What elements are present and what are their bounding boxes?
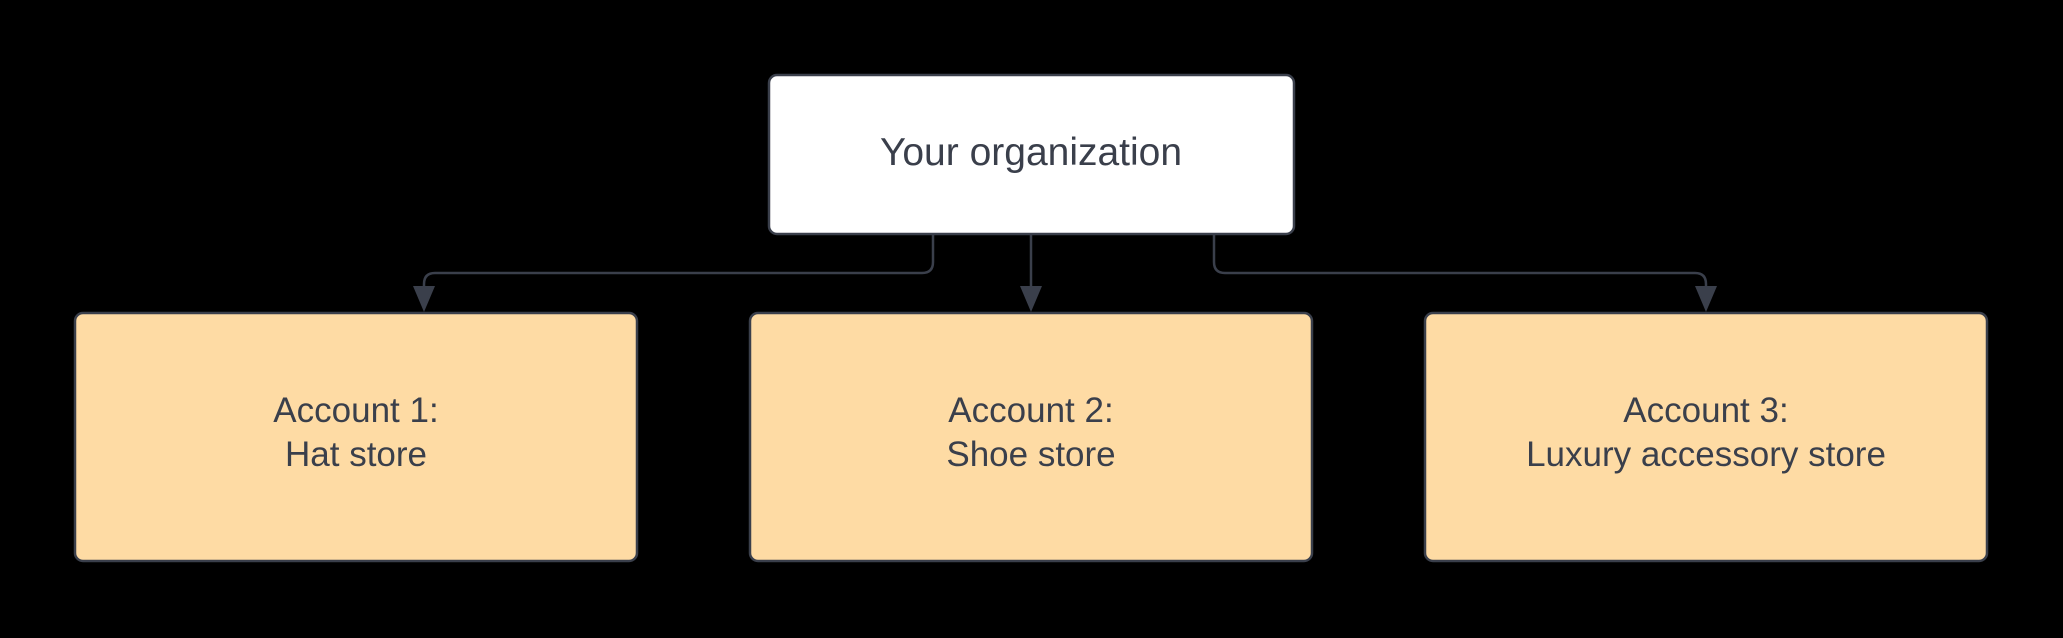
account-node-box <box>73 311 639 563</box>
account-node-subtitle: Hat store <box>285 435 427 474</box>
account-node-subtitle: Luxury accessory store <box>1526 435 1886 474</box>
root-node: Your organization <box>767 73 1296 236</box>
root-node-label: Your organization <box>880 131 1182 174</box>
root-node-box <box>767 73 1296 236</box>
account-node-subtitle: Shoe store <box>946 435 1115 474</box>
connector-to-account-1 <box>422 234 935 308</box>
account-node-3: Account 3: Luxury accessory store <box>1423 311 1989 563</box>
arrowheads <box>413 286 1717 312</box>
account-node-box <box>1423 311 1989 563</box>
arrowhead-icon <box>1020 286 1042 312</box>
account-node-title: Account 1: <box>273 391 438 430</box>
connectors <box>422 234 1708 308</box>
arrowhead-icon <box>413 286 435 312</box>
account-node-1: Account 1: Hat store <box>73 311 639 563</box>
connector-to-account-3 <box>1212 234 1708 308</box>
account-node-title: Account 3: <box>1623 391 1788 430</box>
account-node-title: Account 2: <box>948 391 1113 430</box>
arrowhead-icon <box>1695 286 1717 312</box>
account-node-2: Account 2: Shoe store <box>748 311 1314 563</box>
account-node-box <box>748 311 1314 563</box>
